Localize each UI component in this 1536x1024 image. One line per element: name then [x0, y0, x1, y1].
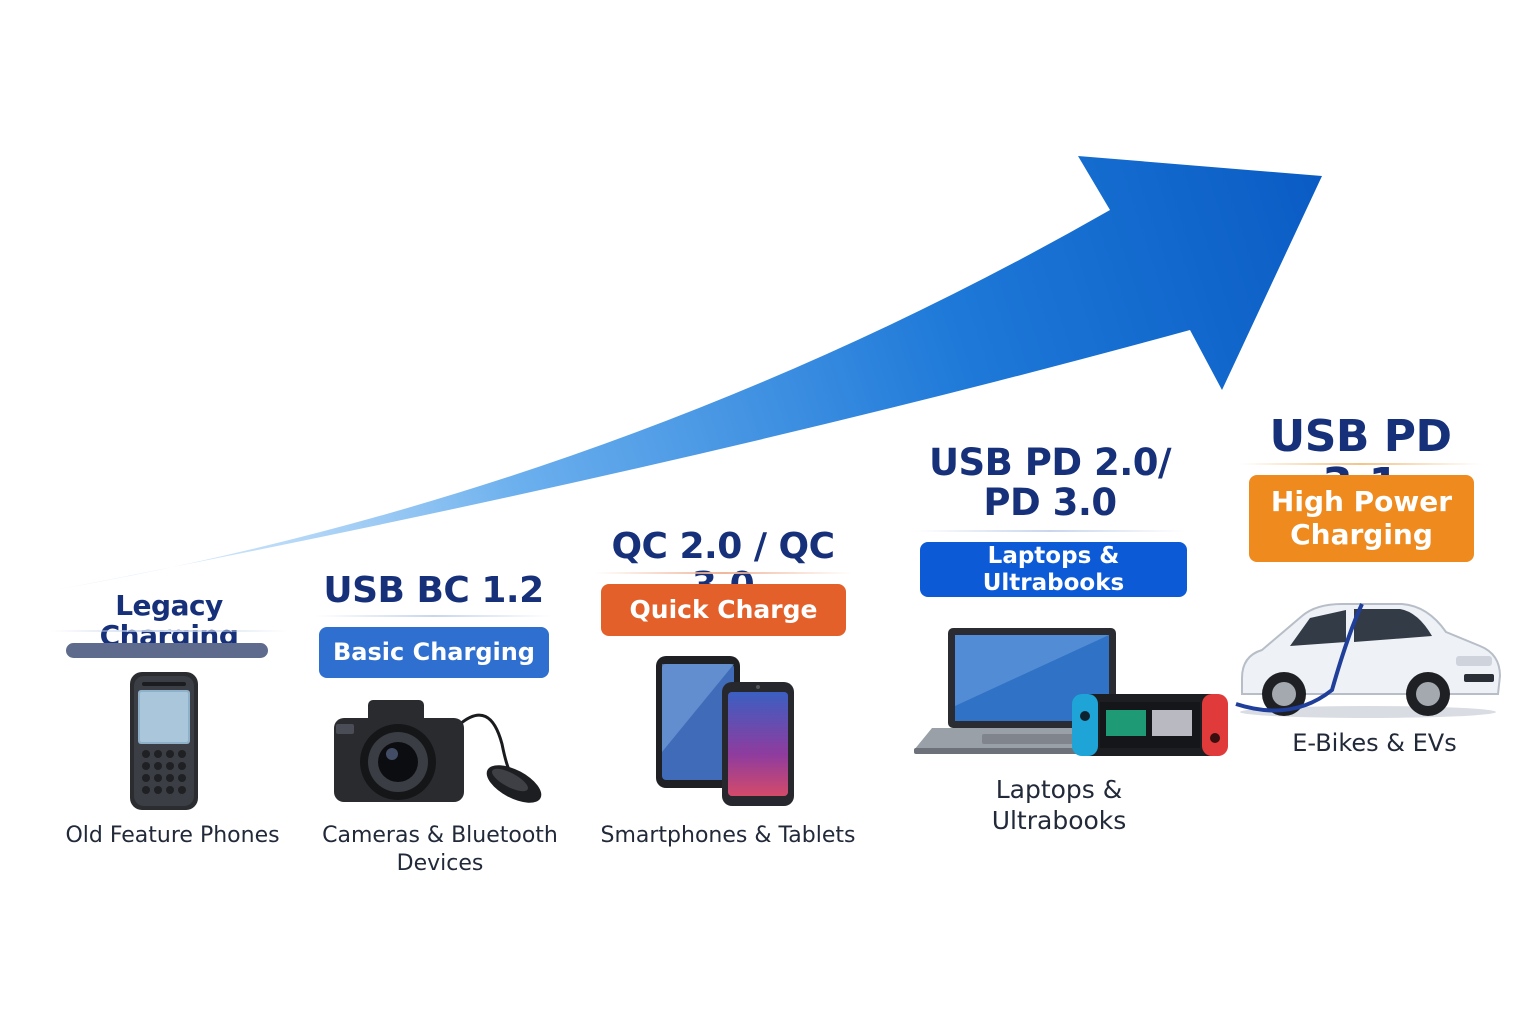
stage-title-bc12: USB BC 1.2: [323, 570, 544, 611]
stage-caption-bc12: Cameras & Bluetooth Devices: [322, 823, 558, 876]
stage-divider: [1240, 463, 1481, 465]
stage-title-pd20-30: USB PD 2.0/ PD 3.0: [928, 441, 1172, 524]
electric-car-icon: [1235, 603, 1502, 718]
arrow-shape: [55, 156, 1322, 590]
camera-and-headset-icon: [334, 700, 542, 803]
stage-caption-pd20-30: Laptops & Ultrabooks: [991, 775, 1127, 836]
stage-caption-pd31: E-Bikes & EVs: [1292, 729, 1457, 757]
smartphone-tablet-icon: [656, 656, 794, 806]
stage-divider: [594, 572, 852, 574]
stage-divider: [914, 530, 1186, 532]
laptop-console-icon: [914, 628, 1228, 756]
feature-phone-icon: [130, 672, 198, 810]
tag-quick-charge: Quick Charge: [601, 584, 846, 636]
tag-high-power-charging: High Power Charging: [1249, 475, 1474, 562]
stage-caption-legacy: Old Feature Phones: [65, 823, 280, 848]
tag-laptops-ultrabooks: Laptops & Ultrabooks: [920, 542, 1187, 597]
stage-divider: [315, 615, 552, 617]
stage-caption-qc: Smartphones & Tablets: [600, 823, 856, 848]
legacy-bar: [66, 643, 268, 658]
stage-divider: [50, 630, 288, 632]
tag-basic-charging: Basic Charging: [319, 627, 549, 678]
